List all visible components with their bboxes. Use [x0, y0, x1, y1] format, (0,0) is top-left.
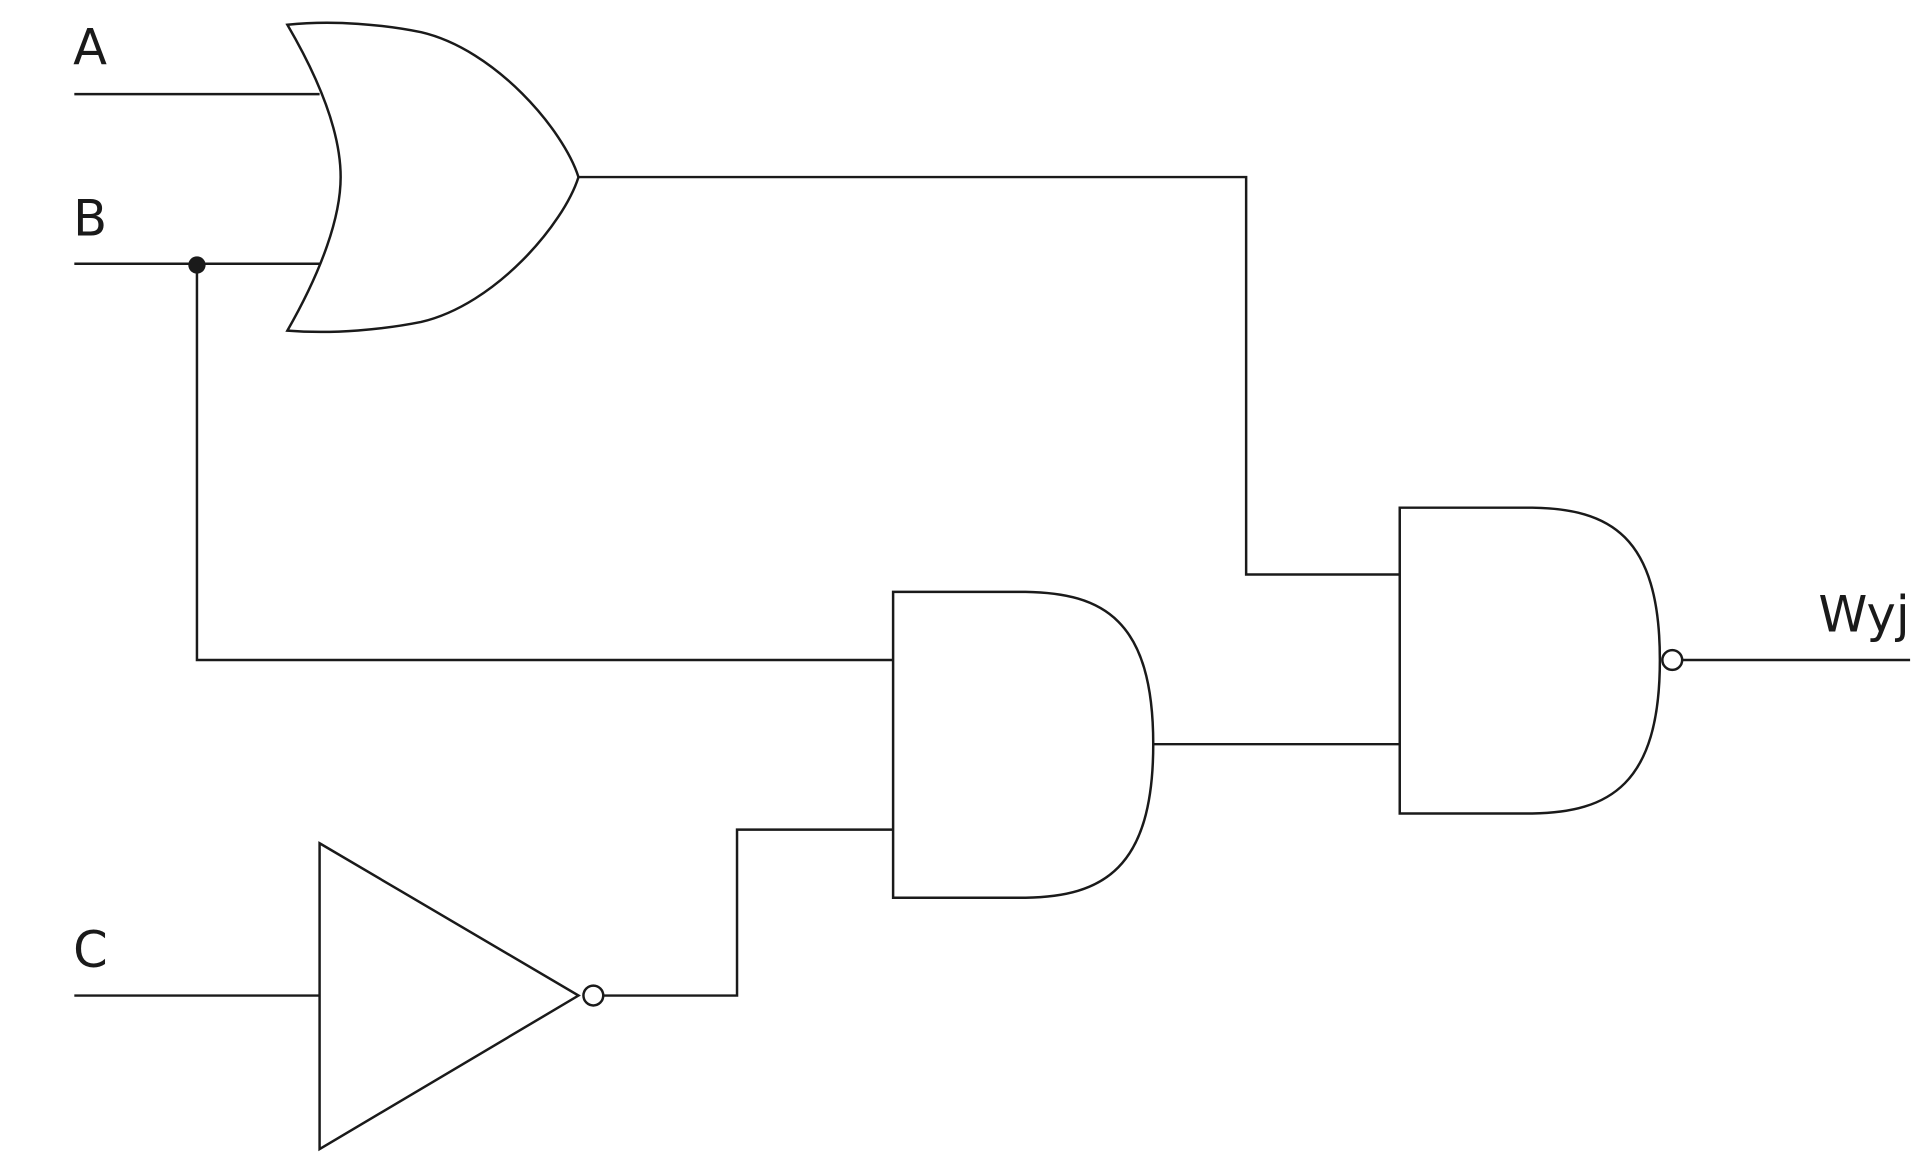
not-gate [318, 841, 581, 1152]
junction-dot-b [188, 256, 206, 274]
input-label-b: B [73, 189, 107, 247]
nand-gate [1398, 506, 1662, 815]
output-label-wyj: Wyj [1818, 586, 1909, 644]
wire-b-branch [195, 263, 894, 662]
input-label-c: C [73, 921, 108, 979]
or-gate [285, 21, 580, 334]
wire-or-to-nand [578, 175, 1400, 576]
input-label-a: A [73, 18, 107, 76]
wire-not-to-and [603, 828, 894, 997]
and-gate [891, 590, 1155, 899]
nand-bubble [1661, 648, 1684, 672]
not-bubble [582, 984, 605, 1007]
